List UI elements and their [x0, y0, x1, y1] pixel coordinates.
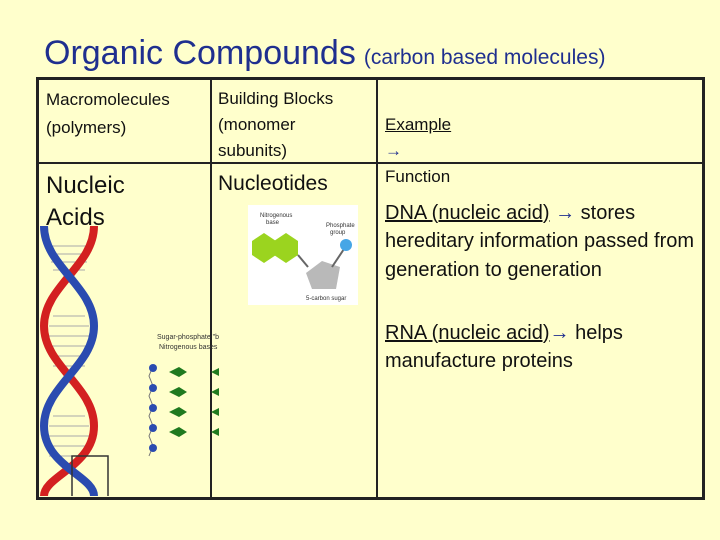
column-divider-2 — [376, 80, 378, 497]
nucleotide-image: Nitrogenous base Phosphate group 5-carbo… — [248, 205, 358, 305]
title-main: Organic Compounds — [44, 34, 356, 72]
dna-label: DNA (nucleic acid) — [385, 201, 550, 224]
cell-example-function: DNA (nucleic acid) → stores hereditary i… — [385, 170, 703, 404]
title-subtitle: (carbon based molecules) — [363, 46, 606, 69]
highlight-box — [71, 455, 109, 496]
dna-helix-image: Sugar-phosphate "backbone" Nitrogenous b… — [39, 226, 219, 496]
column-divider-1 — [210, 80, 212, 497]
sugar-label: 5-carbon sugar — [306, 296, 346, 302]
header-example: Example — [385, 115, 452, 134]
cell-macromolecule: Nucleic Acids — [46, 172, 125, 231]
phosphate-label: Phosphate — [326, 223, 355, 229]
header-example-function: Example → Function — [385, 86, 451, 190]
header-macromolecules: Macromolecules (polymers) — [46, 90, 170, 137]
header-divider — [39, 162, 702, 164]
svg-text:base: base — [266, 220, 280, 226]
bases-label: Nitrogenous bases — [159, 344, 218, 351]
cell-building-block: Nucleotides — [218, 172, 328, 195]
header-building-blocks: Building Blocks (monomer subunits) — [218, 89, 334, 160]
arrow-right-icon: → — [385, 141, 402, 160]
rna-entry: RNA (nucleic acid)→ helps manufacture pr… — [385, 319, 703, 376]
backbone-label: Sugar-phosphate "backbone" — [157, 334, 219, 341]
header-function: Function — [385, 167, 451, 186]
arrow-right-icon: → — [555, 201, 576, 224]
compounds-table: Macromolecules (polymers) Building Block… — [36, 77, 705, 500]
base-label: Nitrogenous — [260, 213, 292, 219]
dna-text: stores hereditary information passed fro… — [385, 201, 695, 281]
arrow-right-icon: → — [549, 321, 570, 344]
dna-entry: DNA (nucleic acid) → stores hereditary i… — [385, 199, 703, 285]
slide-title: Organic Compounds (carbon based molecules… — [44, 34, 605, 73]
svg-text:group: group — [330, 230, 346, 236]
rna-label: RNA (nucleic acid) — [385, 321, 550, 344]
rna-text: helps manufacture proteins — [385, 321, 623, 373]
helix-strand-blue — [39, 226, 99, 496]
